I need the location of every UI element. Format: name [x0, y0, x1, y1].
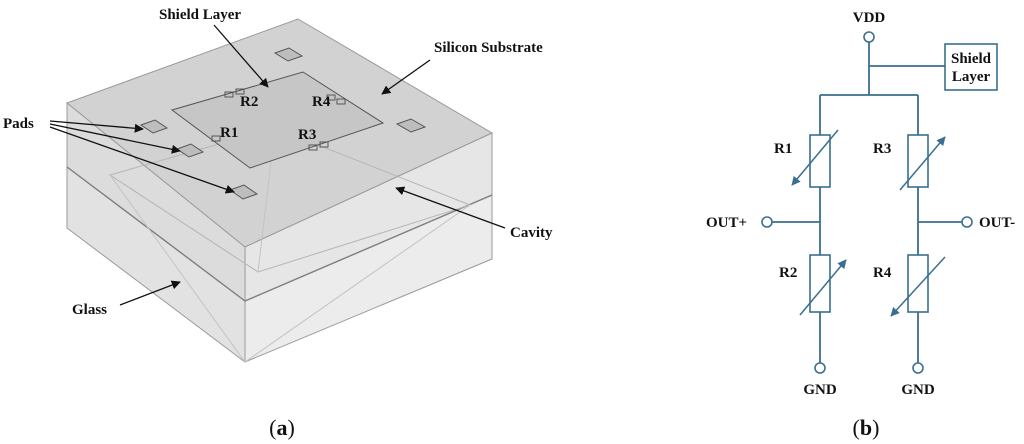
r4-label-circuit: R4 [873, 265, 892, 281]
cavity-label: Cavity [510, 225, 553, 241]
r4-label-3d: R4 [312, 94, 331, 110]
silicon-substrate-label: Silicon Substrate [434, 40, 543, 56]
r3-label-3d: R3 [298, 127, 316, 143]
shield-box-line2: Layer [952, 69, 991, 85]
gnd-right-label: GND [901, 382, 935, 398]
shield-box-line1: Shield [951, 51, 992, 67]
shield-layer-arrow [213, 24, 269, 88]
out-minus-terminal [961, 216, 973, 228]
pads-arrow-1 [49, 120, 144, 133]
bond-pads [139, 47, 427, 200]
vdd-label: VDD [853, 10, 886, 26]
pads-label: Pads [3, 116, 34, 132]
caption-a: (a) [269, 415, 295, 440]
silicon-substrate-arrow [381, 59, 431, 95]
out-plus-terminal [761, 216, 773, 228]
r1-label-3d: R1 [220, 125, 238, 141]
r4-variable-arrow [890, 256, 946, 317]
shield-layer-box [944, 43, 998, 91]
gnd-left-terminal [814, 362, 826, 374]
r1-label-circuit: R1 [774, 141, 792, 157]
cavity-arrow [395, 186, 506, 229]
glass-label: Glass [72, 302, 107, 318]
r3-label-circuit: R3 [873, 141, 891, 157]
vdd-terminal [863, 31, 875, 43]
sensor-3d-model [65, 18, 494, 364]
r2-label-3d: R2 [240, 94, 258, 110]
gnd-left-label: GND [803, 382, 837, 398]
glass-arrow [119, 280, 181, 306]
bonding-interface [66, 166, 493, 302]
resistor-r4 [907, 254, 929, 313]
shield-layer-label: Shield Layer [159, 7, 241, 23]
r1-variable-arrow [791, 129, 839, 186]
out-plus-label: OUT+ [706, 215, 747, 231]
pads-arrow-2 [49, 123, 181, 154]
r3-variable-arrow [899, 136, 946, 191]
gnd-right-terminal [912, 362, 924, 374]
out-minus-label: OUT- [979, 215, 1015, 231]
piezoresistor-marks [211, 88, 346, 151]
r2-variable-arrow [799, 259, 847, 316]
r2-label-circuit: R2 [779, 265, 797, 281]
caption-b: (b) [853, 415, 880, 440]
cavity-edges [109, 174, 471, 363]
pads-arrow-3 [49, 126, 235, 194]
bridge-circuit [761, 31, 998, 374]
